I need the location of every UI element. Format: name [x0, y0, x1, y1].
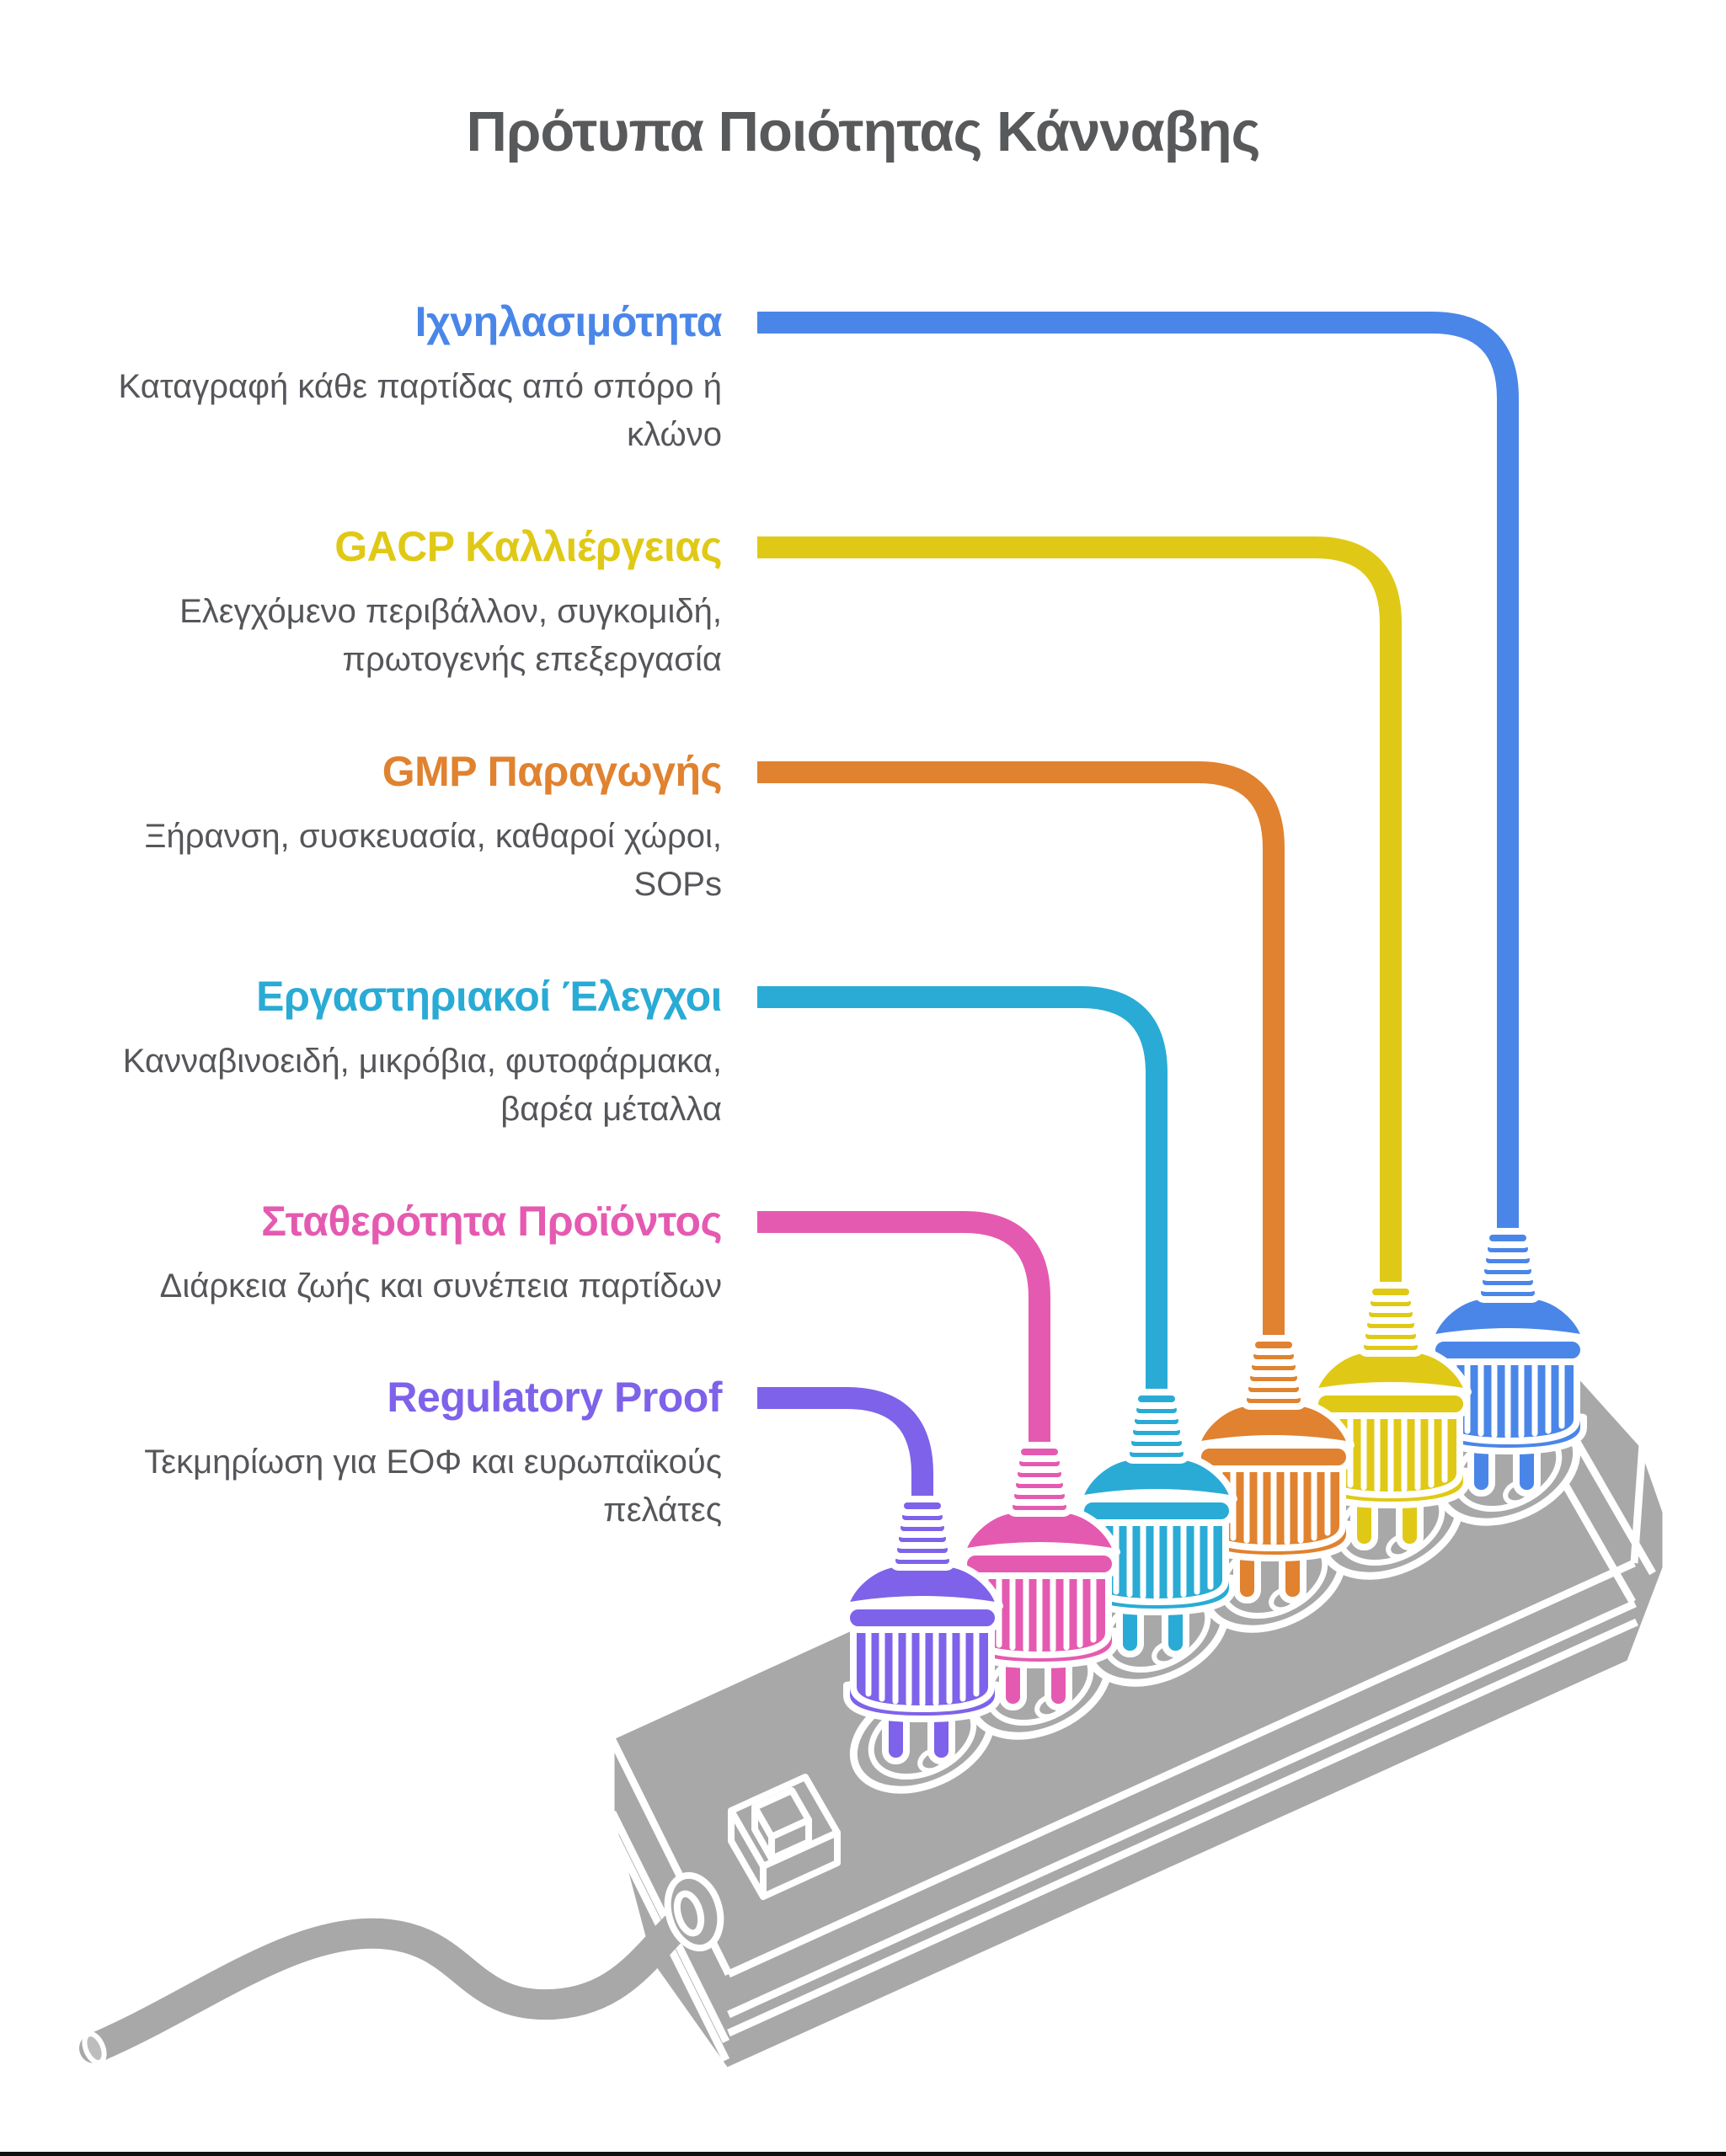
- item-label-0: Ιχνηλασιμότητα: [414, 298, 723, 345]
- item-label-1: GACP Καλλιέργειας: [334, 523, 722, 570]
- item-description-3: Κανναβινοειδή, μικρόβια, φυτοφάρμακα, βα…: [122, 1043, 722, 1128]
- plug-layer: [757, 312, 1585, 1761]
- item-description-5: Τεκμηρίωση για ΕΟΦ και ευρωπαϊκούς πελάτ…: [144, 1444, 722, 1529]
- item-label-5: Regulatory Proof: [387, 1374, 722, 1421]
- cable-1: [757, 536, 1402, 1291]
- item-label-4: Σταθερότητα Προϊόντος: [261, 1198, 722, 1245]
- cord-grommet: [664, 1871, 724, 1952]
- cord-tip: [82, 2031, 107, 2066]
- list-item: Εργαστηριακοί Έλεγχοι Κανναβινοειδή, μικ…: [82, 970, 723, 1134]
- list-item: Regulatory Proof Τεκμηρίωση για ΕΟΦ και …: [82, 1371, 722, 1534]
- cable-5: [757, 1387, 933, 1505]
- cable-3: [757, 986, 1168, 1398]
- cable-2: [757, 761, 1285, 1344]
- item-description-1: Ελεγχόμενο περιβάλλον, συγκομιδή, πρωτογ…: [179, 593, 722, 678]
- power-switch: [728, 1774, 841, 1900]
- page-title: Πρότυπα Ποιότητας Κάνναβης: [466, 100, 1261, 163]
- list-item: GACP Καλλιέργειας Ελεγχόμενο περιβάλλον,…: [82, 520, 722, 684]
- cable-0: [757, 312, 1519, 1237]
- item-description-0: Καταγραφή κάθε παρτίδας από σπόρο ή κλών…: [118, 368, 722, 453]
- cable-4: [757, 1211, 1050, 1451]
- page-bottom-edge: [0, 2152, 1726, 2156]
- item-label-3: Εργαστηριακοί Έλεγχοι: [256, 973, 722, 1020]
- power-cord: [79, 1871, 724, 2066]
- item-label-2: GMP Παραγωγής: [382, 748, 723, 795]
- strip-edges: [607, 1439, 1656, 2063]
- item-description-4: Διάρκεια ζωής και συνέπεια παρτίδων: [159, 1267, 722, 1305]
- list-item: Ιχνηλασιμότητα Καταγραφή κάθε παρτίδας α…: [82, 296, 723, 459]
- item-description-2: Ξήρανση, συσκευασία, καθαροί χώροι, SOPs: [144, 818, 722, 903]
- list-item: Σταθερότητα Προϊόντος Διάρκεια ζωής και …: [82, 1195, 723, 1310]
- list-item: GMP Παραγωγής Ξήρανση, συσκευασία, καθαρ…: [82, 745, 723, 909]
